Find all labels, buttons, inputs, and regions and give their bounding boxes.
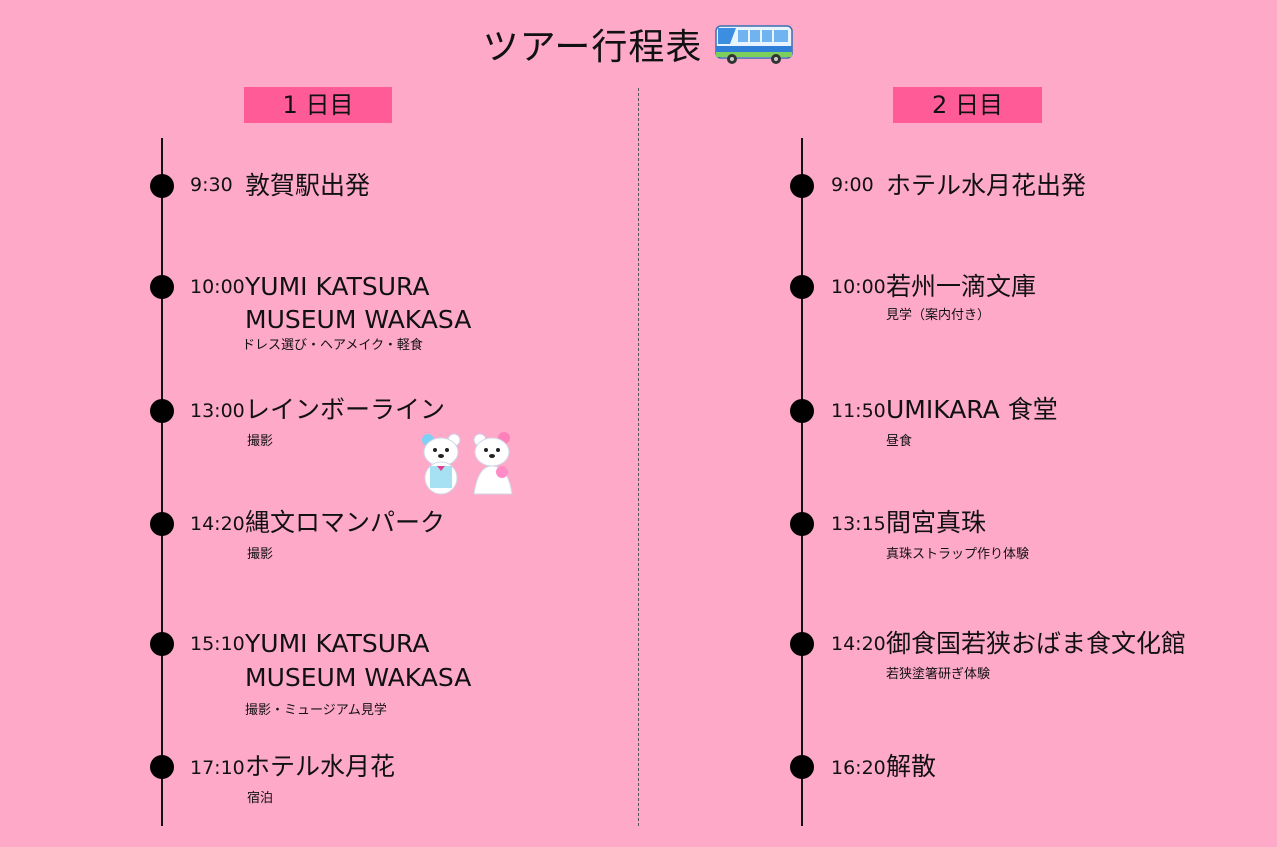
timeline-dot [150, 755, 174, 779]
column-divider [638, 88, 639, 826]
stop-time: 9:00 [831, 174, 874, 196]
stop-place-line2: MUSEUM WAKASA [245, 663, 472, 692]
stop-time: 10:00 [190, 276, 245, 298]
stop-note: 若狭塗箸研ぎ体験 [886, 667, 991, 682]
stop-time: 17:10 [190, 757, 245, 779]
stop-place: 解散 [886, 752, 937, 781]
timeline-dot [790, 512, 814, 536]
stop-note: 撮影・ミュージアム見学 [245, 703, 387, 718]
stop-time: 13:00 [190, 400, 245, 422]
timeline-dot [150, 512, 174, 536]
timeline-dot [150, 399, 174, 423]
timeline-dot [790, 399, 814, 423]
stop-place: 若州一滴文庫 [886, 272, 1037, 301]
stop-note: 撮影 [247, 434, 274, 449]
stop-time: 13:15 [831, 513, 886, 535]
day2-header: 2 日目 [893, 87, 1042, 123]
stop-time: 11:50 [831, 400, 886, 422]
bride-groom-bears-illustration [422, 432, 513, 495]
title-area: ツアー行程表 [0, 18, 1277, 70]
stop-place: YUMI KATSURA [245, 272, 430, 301]
stop-time: 9:30 [190, 174, 233, 196]
day1-header: 1 日目 [244, 87, 392, 123]
timeline-dot [790, 755, 814, 779]
stop-note: 撮影 [247, 547, 274, 562]
stop-note: 見学（案内付き） [886, 308, 991, 323]
stop-note: 真珠ストラップ作り体験 [886, 547, 1030, 562]
stop-time: 10:00 [831, 276, 886, 298]
stop-place-line2: MUSEUM WAKASA [245, 305, 472, 334]
stop-note: ドレス選び・ヘアメイク・軽食 [242, 338, 423, 353]
stop-place: UMIKARA 食堂 [886, 395, 1058, 424]
stop-note: 昼食 [886, 434, 913, 449]
timeline-dot [790, 275, 814, 299]
stop-time: 14:20 [831, 633, 886, 655]
stop-time: 16:20 [831, 757, 886, 779]
stop-place: 縄文ロマンパーク [245, 508, 446, 537]
stop-place: 御食国若狭おばま食文化館 [886, 629, 1187, 658]
stop-place: レインボーライン [245, 395, 446, 424]
bus-icon [715, 25, 794, 64]
timeline-dot [150, 174, 174, 198]
stop-time: 14:20 [190, 513, 245, 535]
timeline-dot [790, 632, 814, 656]
timeline-dot [150, 632, 174, 656]
stop-note: 宿泊 [247, 791, 274, 806]
timeline-dot [790, 174, 814, 198]
page-title: ツアー行程表 [482, 27, 703, 68]
stop-place: YUMI KATSURA [245, 629, 430, 658]
day2-timeline-line [801, 138, 803, 826]
stop-time: 15:10 [190, 633, 245, 655]
stop-place: ホテル水月花 [245, 752, 396, 781]
stop-place: ホテル水月花出発 [886, 171, 1087, 200]
stop-place: 敦賀駅出発 [245, 171, 371, 200]
timeline-dot [150, 275, 174, 299]
stop-place: 間宮真珠 [886, 508, 987, 537]
day1-timeline-line [161, 138, 163, 826]
